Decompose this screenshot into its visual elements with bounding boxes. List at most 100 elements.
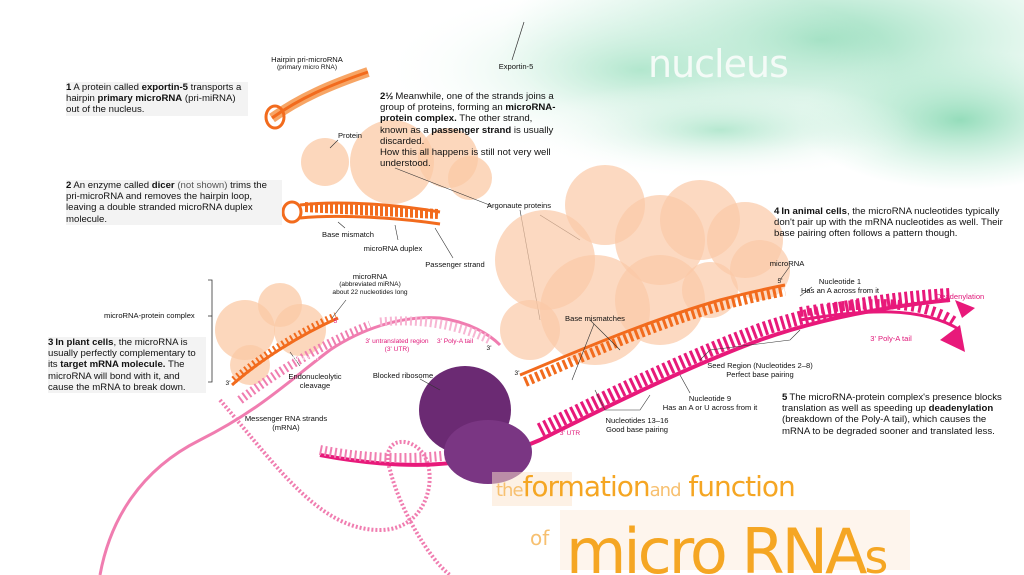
coding-region-label: Coding region <box>277 355 319 362</box>
nucleus-label: nucleus <box>648 42 789 86</box>
exportin-label: Exportin-5 <box>498 62 534 71</box>
utr3-left-sub: (3' UTR) <box>384 346 410 353</box>
step-1-part-c: (pri-miRNA) out of the nucleus. <box>66 93 236 116</box>
step-3-part-b: The microRNA will bond with it, and caus… <box>48 359 186 393</box>
nucleotide-9-label: Nucleotide 9 Has an A or U across from i… <box>650 394 770 412</box>
mirna-left-title: microRNA <box>352 272 388 281</box>
protein-label: Protein <box>337 131 363 140</box>
three-prime-right: 3' <box>514 370 520 377</box>
step-2-part-b: trims the pri-microRNA and removes the h… <box>66 180 267 225</box>
step-5-part-a: The microRNA-protein complex's presence … <box>782 392 1002 415</box>
hairpin-label: Hairpin pri-microRNA (primary micro RNA) <box>252 55 362 72</box>
argonaute-protein-cluster <box>495 165 790 365</box>
step-2half-part-a: Meanwhile, one of the strands joins a gr… <box>380 91 554 114</box>
seed-sub: Perfect base pairing <box>726 370 794 379</box>
step-2-not-shown: (not shown) <box>174 180 228 191</box>
complex-label: microRNA-protein complex <box>104 311 195 320</box>
title-formation: formation <box>522 470 651 503</box>
hairpin-pri-microrna <box>264 67 370 130</box>
step-2half-complex: microRNA-protein complex. <box>380 102 556 125</box>
step-2half-passenger: passenger strand <box>431 124 512 136</box>
step-1-part-b: transports a hairpin <box>66 82 242 105</box>
step-1-number: 1 <box>66 82 72 93</box>
step-2half-part-d: How this all happens is still not very w… <box>380 147 551 170</box>
title-line-2: of micro RNAs <box>530 505 888 575</box>
utr3-left-title: 3' untranslated region <box>365 338 429 345</box>
step-3-plant-cells: In plant cells <box>55 337 114 348</box>
step-2-part-a: An enzyme called <box>73 180 152 191</box>
endo-line1: Endonucleolytic <box>288 372 342 381</box>
mrna-strand-left <box>98 316 502 575</box>
argonaute-label: Argonaute proteins <box>486 201 552 210</box>
mirna-right-label: microRNA <box>769 259 805 268</box>
utr3-left-label: 3' untranslated region (3' UTR) <box>362 338 432 354</box>
title-and: and <box>649 480 682 501</box>
step-2half-part-c: is usually discarded. <box>380 124 554 147</box>
step-3-target: target mRNA molecule. <box>60 359 166 371</box>
seed-title: Seed Region (Nucleotides 2–8) <box>707 361 813 370</box>
title-rna: RNA <box>741 515 868 575</box>
step-5-part-b: (breakdown of the Poly-A tail), which ca… <box>782 414 995 437</box>
nt1316-title: Nucleotides 13–16 <box>605 416 669 425</box>
step-1-part-a: A protein called <box>73 82 142 93</box>
nt1-title: Nucleotide 1 <box>818 277 862 286</box>
exportin-pointer <box>511 21 525 61</box>
step-1-exportin: exportin-5 <box>141 82 189 93</box>
base-mismatches-label: Base mismatches <box>565 314 625 323</box>
seed-region-label: Seed Region (Nucleotides 2–8) Perfect ba… <box>705 361 815 379</box>
title-micro: micro <box>566 515 728 575</box>
title-s: s <box>864 530 888 575</box>
mirna-left-label: microRNA (abbreviated miRNA) about 22 nu… <box>320 272 420 297</box>
step-4-part-a: , the microRNA nucleotides typically don… <box>774 206 1003 240</box>
step-4-animal-cells: In animal cells <box>781 206 847 217</box>
step-4-number: 4 <box>774 206 780 217</box>
three-prime-left: 3' <box>225 380 231 387</box>
five-prime-right: 5' <box>777 278 783 285</box>
mirna-left-sub1: (abbreviated miRNA) <box>339 281 401 288</box>
step-5-number: 5 <box>782 392 788 403</box>
nucleus-region <box>380 0 1024 190</box>
mirna-left-sub2: about 22 nucleotides long <box>332 289 408 296</box>
microrna-right <box>519 283 786 387</box>
plant-protein-cluster <box>215 283 326 385</box>
polya-right-label: 3' Poly-A tail <box>870 334 912 343</box>
nt1316-sub: Good base pairing <box>605 425 669 434</box>
step-2half-number: 2½ <box>380 91 394 102</box>
microrna-left <box>231 312 339 387</box>
step-5-deadenylation: deadenylation <box>928 403 994 415</box>
duplex-label: microRNA duplex <box>363 244 423 253</box>
poly-a-tail-right <box>799 299 975 352</box>
microrna-duplex <box>281 200 441 226</box>
ribosome-label: Blocked ribosome <box>372 371 434 380</box>
nucleotide-1-label: Nucleotide 1 Has an A across from it <box>790 277 890 295</box>
title-of: of <box>530 526 550 550</box>
polya-left-label: 3' Poly-A tail <box>436 338 474 345</box>
step-2-number: 2 <box>66 180 72 191</box>
step-1-primary-microrna: primary microRNA <box>97 93 183 105</box>
endonucleolytic-label: Endonucleolytic cleavage <box>280 372 350 390</box>
step-3-number: 3 <box>48 337 54 348</box>
protein-blobs-top <box>301 120 492 204</box>
deadenylation-label: Deadenylation <box>935 292 985 301</box>
title-function: function <box>688 470 795 503</box>
step-2half-part-b: The other strand, known as a <box>380 113 533 136</box>
nt1-sub: Has an A across from it <box>800 286 880 295</box>
hairpin-subtitle: (primary micro RNA) <box>276 64 338 71</box>
utr3-right-label: 3' UTR <box>559 430 581 437</box>
mrna-label: Messenger RNA strands (mRNA) <box>236 414 336 432</box>
base-mismatch-label: Base mismatch <box>322 230 374 239</box>
nt9-title: Nucleotide 9 <box>688 394 732 403</box>
mrna-sub: (mRNA) <box>272 423 300 432</box>
three-prime-polya-left: 3' <box>486 345 492 352</box>
step-3-part-a: , the microRNA is usually perfectly comp… <box>48 337 196 371</box>
passenger-label: Passenger strand <box>425 260 485 269</box>
title-the: the <box>496 480 524 501</box>
